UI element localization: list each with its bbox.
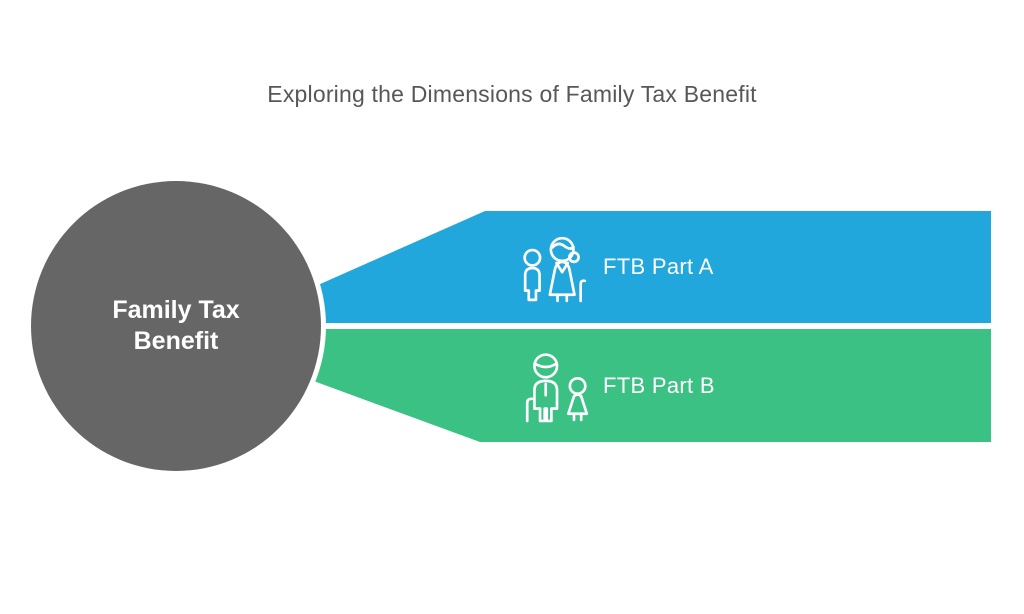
elderly-man-with-girl-icon	[525, 352, 589, 422]
branch-ftb-part-b-content: FTB Part B	[519, 329, 715, 442]
branch-ftb-part-a-content: FTB Part A	[519, 211, 714, 323]
branch-ftb-part-a: FTB Part A	[300, 211, 991, 323]
center-node-family-tax-benefit: Family Tax Benefit	[31, 181, 321, 471]
adult-woman-with-child-icon	[523, 236, 587, 303]
diagram-title: Exploring the Dimensions of Family Tax B…	[267, 81, 757, 107]
center-node-label: Family Tax Benefit	[112, 295, 240, 355]
branch-ftb-part-b-label: FTB Part B	[603, 372, 715, 398]
branch-ftb-part-b: FTB Part B	[300, 329, 991, 442]
branch-ftb-part-a-label: FTB Part A	[603, 254, 714, 279]
